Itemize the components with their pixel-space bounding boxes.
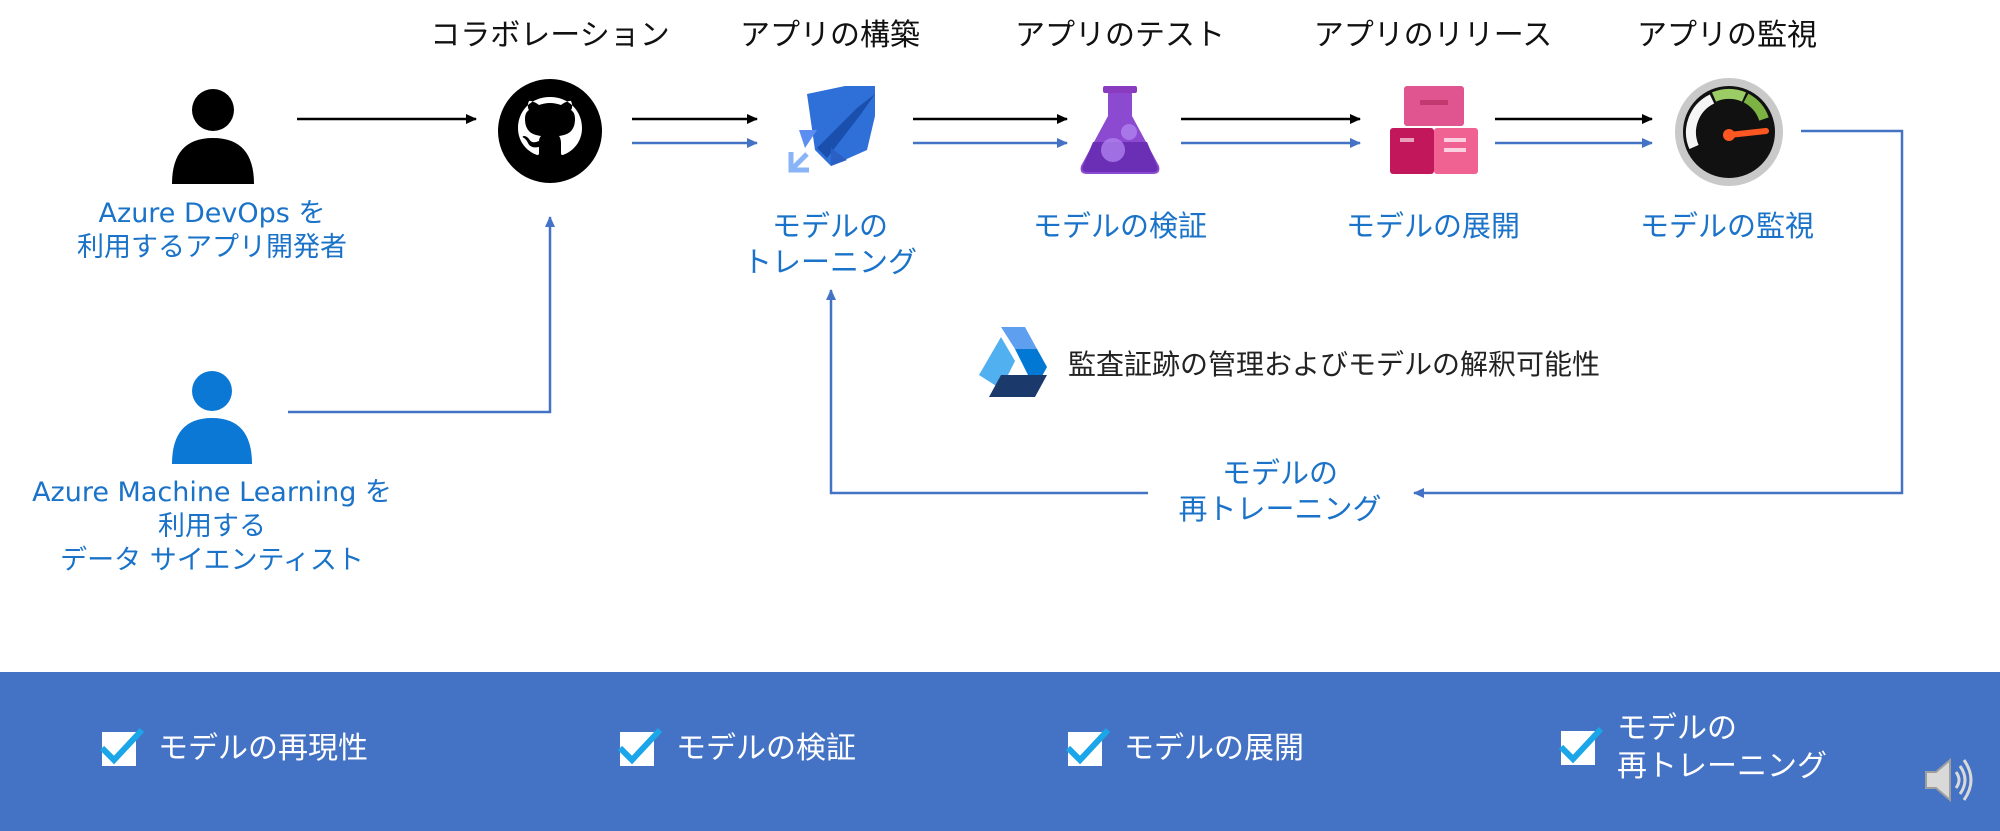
stage-title-monitor: アプリの監視 [1637, 18, 1817, 53]
data-scientist-label-line1: Azure Machine Learning を [32, 477, 392, 508]
model-retrain-label-line1: モデルの [1221, 456, 1338, 490]
monitor-gauge-icon [1675, 78, 1783, 186]
model-validation-label: モデルの検証 [1032, 209, 1207, 243]
checkbox-icon [1558, 726, 1604, 765]
model-training-label: モデルの トレーニング [700, 208, 960, 280]
stage-title-test: アプリのテスト [1015, 18, 1225, 53]
stage-title-release: アプリのリリース [1313, 18, 1553, 53]
checklist-label: モデルの 再トレーニング [1617, 710, 1827, 786]
stage-title-collaboration: コラボレーション [430, 18, 670, 53]
data-scientist-label-line2: 利用する [158, 511, 266, 542]
stage-title-build: アプリの構築 [740, 18, 920, 53]
checkbox-icon [1065, 727, 1111, 766]
checklist-item-validation: モデルの検証 [617, 727, 856, 768]
data-scientist-label: Azure Machine Learning を 利用する データ サイエンティ… [22, 476, 402, 578]
model-retrain-label-line2: 再トレーニング [1178, 492, 1382, 526]
developer-label-line2: 利用するアプリ開発者 [77, 232, 347, 263]
azure-pipelines-icon [788, 86, 875, 173]
developer-label-line1: Azure DevOps を [98, 198, 326, 229]
checkbox-icon [617, 727, 663, 766]
checklist-item-deployment: モデルの展開 [1065, 727, 1304, 768]
github-icon [498, 79, 602, 183]
checklist-label-line2: 再トレーニング [1617, 749, 1827, 784]
checklist-label: モデルの検証 [676, 731, 856, 766]
checklist-label: モデルの展開 [1124, 731, 1304, 766]
model-monitoring-label: モデルの監視 [1639, 209, 1814, 243]
azure-ml-icon [979, 327, 1047, 397]
test-flask-icon [1080, 86, 1160, 174]
audit-text: 監査証跡の管理およびモデルの解釈可能性 [1068, 348, 1601, 381]
developer-label: Azure DevOps を 利用するアプリ開発者 [62, 197, 362, 265]
model-deployment-label: モデルの展開 [1345, 209, 1520, 243]
model-training-label-line2: トレーニング [742, 245, 917, 279]
checkbox-icon [99, 727, 145, 766]
developer-person-icon [172, 89, 254, 184]
model-training-label-line1: モデルの [771, 209, 888, 243]
checklist-label-line1: モデルの [1617, 711, 1737, 746]
data-scientist-label-line3: データ サイエンティスト [60, 545, 364, 576]
checklist-item-reproducibility: モデルの再現性 [99, 727, 368, 768]
benefits-bar: モデルの再現性 モデルの検証 モデルの展開 モデルの 再トレーニング [0, 672, 2000, 831]
data-scientist-person-icon [172, 371, 252, 464]
checklist-item-retraining: モデルの 再トレーニング [1558, 710, 1827, 786]
speaker-icon[interactable] [1922, 756, 1974, 804]
release-artifacts-icon [1390, 86, 1478, 174]
connector-monitor-to-retrain [1413, 129, 1904, 498]
connector-retrain-to-training [826, 289, 1148, 495]
connector-scientist-to-github [288, 216, 555, 414]
checklist-label: モデルの再現性 [158, 731, 368, 766]
model-retrain-label: モデルの 再トレーニング [1150, 455, 1410, 527]
